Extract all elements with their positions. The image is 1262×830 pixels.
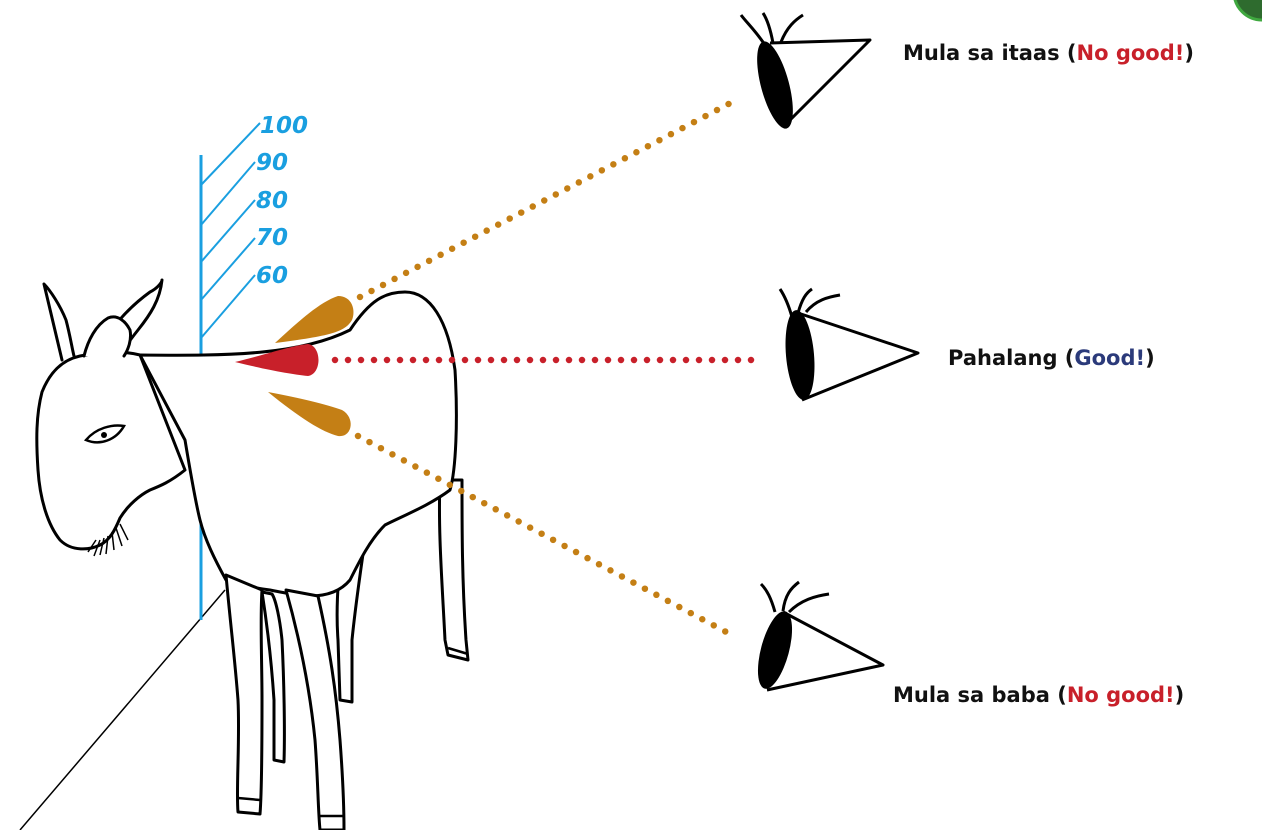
scale-tick-100: 100: [260, 113, 308, 139]
sight-line-bottom: [358, 436, 730, 634]
eye-icon: [751, 582, 883, 692]
scale-tick-80: 80: [256, 188, 288, 214]
label-view-from-above: Mula sa itaas (No good!): [903, 41, 1194, 65]
scale-tick-70: 70: [256, 225, 288, 251]
label-view-level-verdict: Good!: [1074, 346, 1145, 370]
label-view-from-below: Mula sa baba (No good!): [893, 683, 1184, 707]
label-view-from-above-verdict: No good!: [1077, 41, 1185, 65]
scale-tick-90: 90: [256, 150, 288, 176]
label-view-level: Pahalang (Good!): [948, 346, 1155, 370]
label-view-from-below-suffix: ): [1175, 683, 1185, 707]
label-view-level-suffix: ): [1145, 346, 1155, 370]
eye-icon: [741, 13, 870, 132]
sight-line-top: [360, 98, 740, 297]
eye-icon: [780, 289, 918, 401]
label-view-from-above-prefix: Mula sa itaas (: [903, 41, 1077, 65]
label-view-level-prefix: Pahalang (: [948, 346, 1074, 370]
scale-tick-60: 60: [256, 263, 288, 289]
logo-badge: [1234, 0, 1262, 20]
floor-line: [20, 590, 225, 830]
label-view-from-above-suffix: ): [1184, 41, 1194, 65]
label-view-from-below-prefix: Mula sa baba (: [893, 683, 1067, 707]
label-view-from-below-verdict: No good!: [1067, 683, 1175, 707]
